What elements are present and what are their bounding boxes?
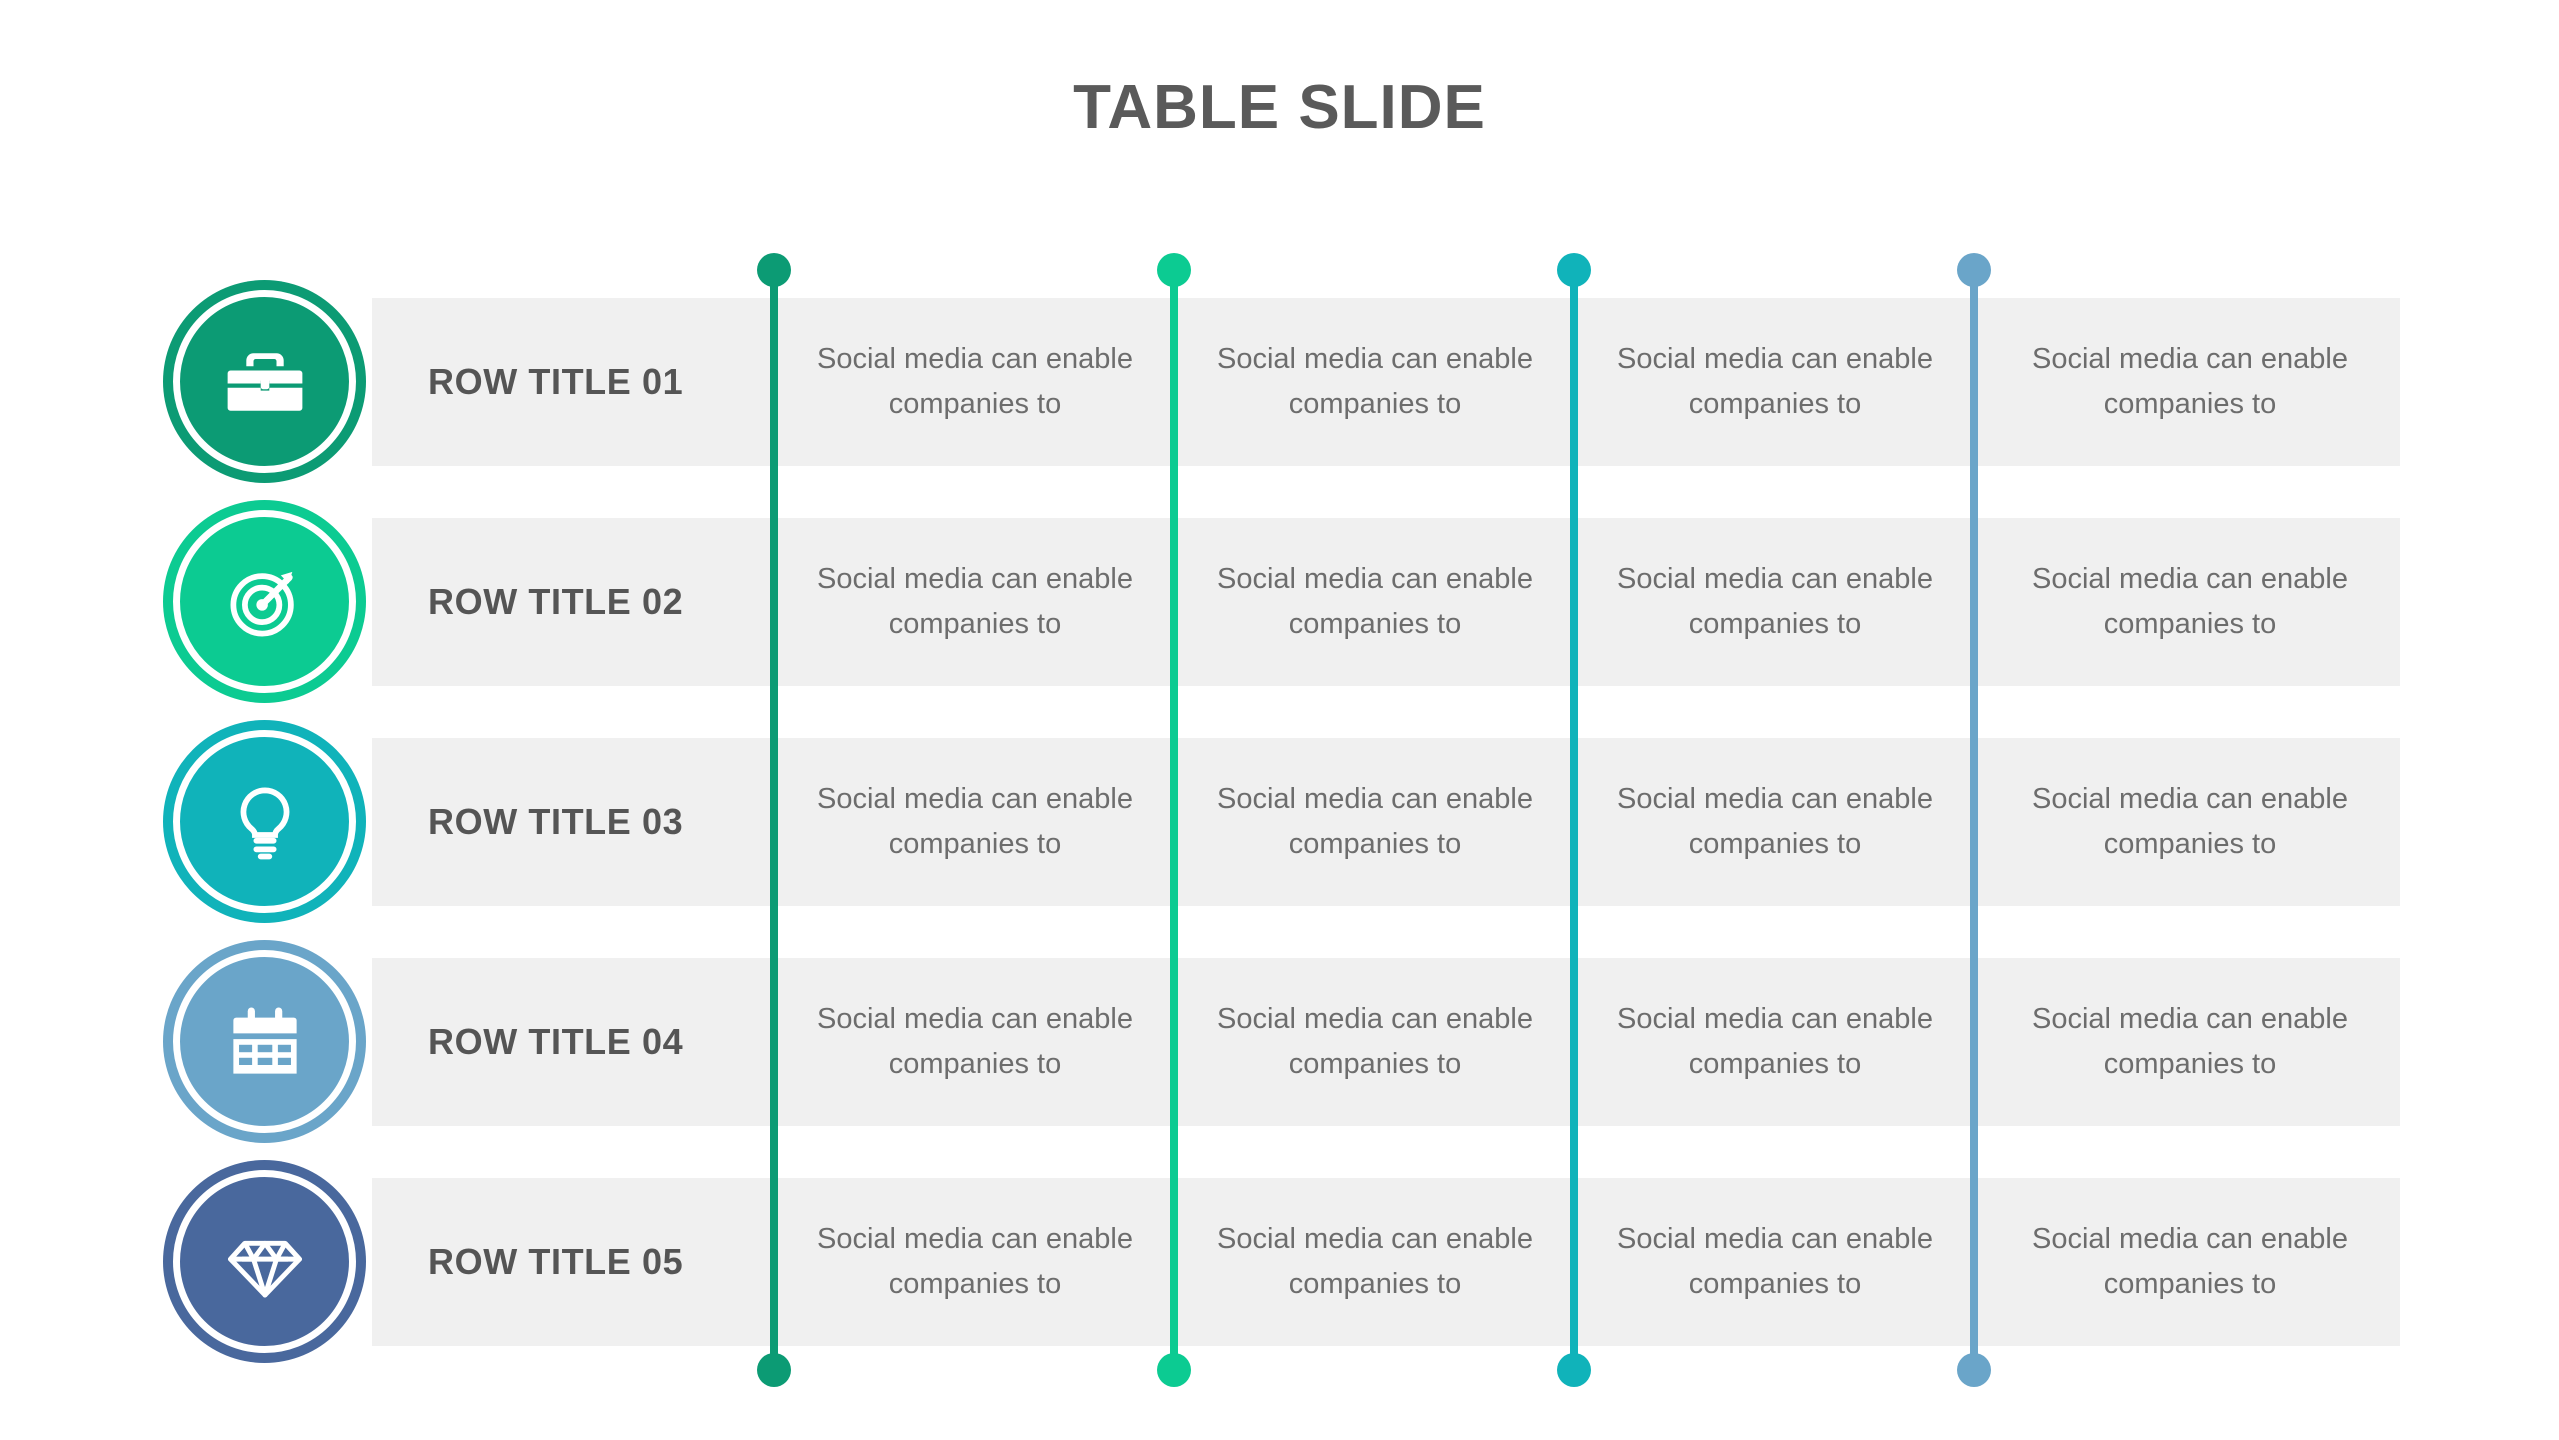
row-icon-badge-05[interactable] [163,1160,366,1363]
row-icon-badge-04[interactable] [163,940,366,1143]
divider-dot-bottom [1157,1353,1191,1387]
table-cell: Social media can enable companies to [817,563,1133,640]
table-cell: Social media can enable companies to [2032,783,2348,860]
table-body: ROW TITLE 01 Social media can enable com… [0,280,2559,1363]
table-cell: Social media can enable companies to [1617,1223,1933,1300]
column-divider-2 [1157,253,1191,1387]
table-cell: Social media can enable companies to [2032,563,2348,640]
table-row [372,738,2400,906]
table-cell: Social media can enable companies to [1617,343,1933,420]
column-divider-1 [757,253,791,1387]
table-cell: Social media can enable companies to [1617,783,1933,860]
table-cell: Social media can enable companies to [1217,563,1533,640]
row-icon-badge-01[interactable] [163,280,366,483]
lightbulb-icon [219,776,311,868]
row-title-03: ROW TITLE 03 [428,801,684,842]
column-divider-3 [1557,253,1591,1387]
row-title-05: ROW TITLE 05 [428,1241,684,1282]
divider-dot-top [757,253,791,287]
table-cell: Social media can enable companies to [1217,1223,1533,1300]
calendar-icon [219,996,311,1088]
table-cell: Social media can enable companies to [817,1223,1133,1300]
table-row [372,1178,2400,1346]
row-icon-badge-02[interactable] [163,500,366,703]
table-cell: Social media can enable companies to [1217,783,1533,860]
row-icon-badge-03[interactable] [163,720,366,923]
table-cell: Social media can enable companies to [817,1003,1133,1080]
table-cell: Social media can enable companies to [817,343,1133,420]
table-row [372,518,2400,686]
row-title-02: ROW TITLE 02 [428,581,684,622]
column-divider-4 [1957,253,1991,1387]
badge-ring [173,510,356,693]
badge-ring [173,950,356,1133]
row-title-01: ROW TITLE 01 [428,361,684,402]
table-cell: Social media can enable companies to [1217,1003,1533,1080]
divider-dot-top [1957,253,1991,287]
table-cell: Social media can enable companies to [2032,343,2348,420]
table-row [372,958,2400,1126]
table-row [372,298,2400,466]
diamond-icon [219,1216,311,1308]
row-title-04: ROW TITLE 04 [428,1021,684,1062]
page-title: TABLE SLIDE [1073,73,1486,142]
divider-dot-bottom [1557,1353,1591,1387]
briefcase-icon [219,336,311,428]
divider-dot-bottom [1957,1353,1991,1387]
table-cell: Social media can enable companies to [2032,1003,2348,1080]
table-cell: Social media can enable companies to [1217,343,1533,420]
table-cell: Social media can enable companies to [817,783,1133,860]
target-icon [219,556,311,648]
divider-dot-top [1157,253,1191,287]
table-cell: Social media can enable companies to [1617,1003,1933,1080]
table-cell: Social media can enable companies to [2032,1223,2348,1300]
divider-dot-top [1557,253,1591,287]
badge-ring [173,290,356,473]
badge-ring [173,1170,356,1353]
table-cell: Social media can enable companies to [1617,563,1933,640]
divider-dot-bottom [757,1353,791,1387]
badge-ring [173,730,356,913]
